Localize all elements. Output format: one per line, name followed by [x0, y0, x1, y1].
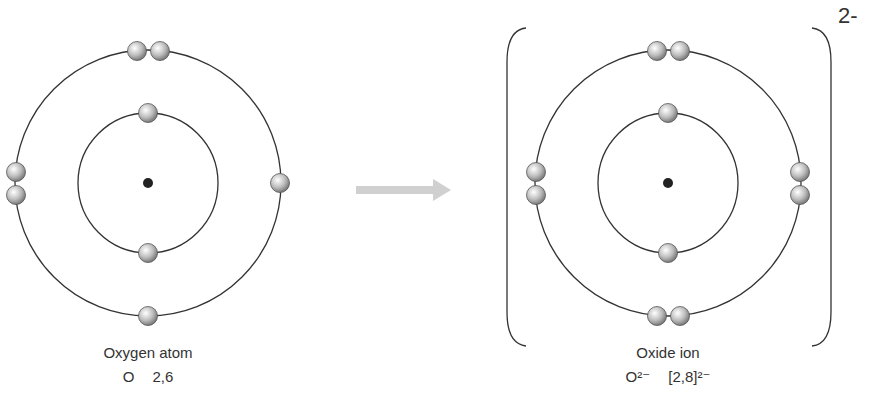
- atom-caption: Oxide ion: [636, 344, 699, 362]
- electron-configuration: O²⁻ [2,8]²⁻: [626, 368, 711, 386]
- ion-charge: 2-: [838, 4, 858, 28]
- reaction-arrow: [356, 179, 451, 201]
- bracket: [507, 28, 526, 346]
- bracket: [812, 28, 831, 346]
- atom-caption: Oxygen atom: [103, 344, 192, 362]
- oxygen-atom: [7, 42, 290, 326]
- electron-configuration: O 2,6: [123, 368, 174, 386]
- oxide-ion: [507, 28, 831, 346]
- atom-node: Oxygen atom O 2,6: [0, 30, 352, 400]
- atom-node: Oxide ionO²⁻ [2,8]²⁻: [455, 30, 865, 400]
